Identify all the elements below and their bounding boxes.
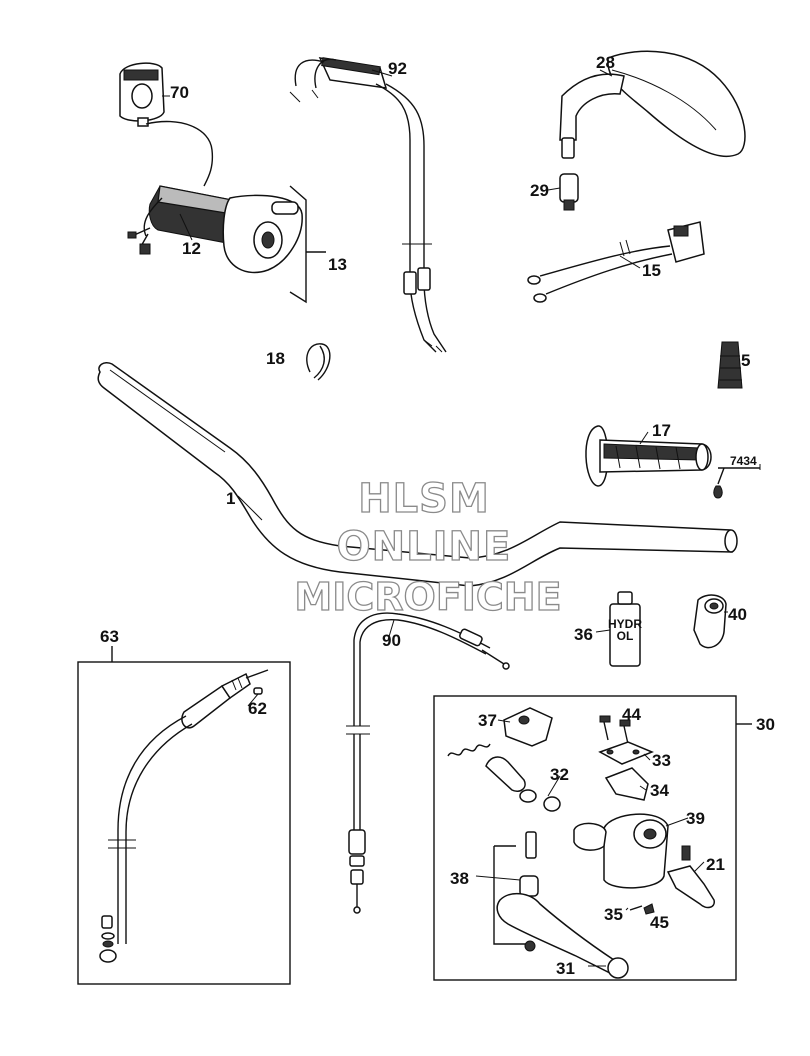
clutch-cable [346, 612, 510, 914]
handlebar [97, 361, 738, 587]
callout-32: 32 [550, 765, 569, 784]
callout-17: 17 [652, 421, 671, 440]
callout-37: 37 [478, 711, 497, 730]
clamp [693, 594, 727, 649]
kill-switch [119, 62, 214, 187]
callout-28: 28 [596, 53, 615, 72]
callout-1: 1 [226, 489, 235, 508]
callout-13: 13 [328, 255, 347, 274]
callout-70: 70 [170, 83, 189, 102]
hydraulic-oil-bottle: HYDR OL [608, 591, 642, 667]
callout-12: 12 [182, 239, 201, 258]
callout-38: 38 [450, 869, 469, 888]
callout-39: 39 [686, 809, 705, 828]
throttle-assembly [127, 185, 326, 304]
callout-labels: 1 5 12 13 15 17 18 21 28 29 30 31 32 33 … [100, 53, 775, 978]
grip [585, 425, 712, 487]
callout-7434: 7434 [730, 454, 757, 468]
watermark-line3: MICROFICHE [294, 575, 561, 619]
callout-90: 90 [382, 631, 401, 650]
callout-34: 34 [650, 781, 669, 800]
callout-15: 15 [642, 261, 661, 280]
box-brake-master-cylinder [433, 695, 752, 981]
callout-29: 29 [530, 181, 549, 200]
callout-35: 35 [604, 905, 623, 924]
callout-62: 62 [248, 699, 267, 718]
cable-tie [306, 343, 331, 381]
bottle-label-line1: HYDR [608, 617, 642, 631]
callout-21: 21 [706, 855, 725, 874]
callout-36: 36 [574, 625, 593, 644]
callout-18: 18 [266, 349, 285, 368]
cable-adjuster-cap [717, 341, 743, 389]
mirror [559, 50, 746, 211]
callout-44: 44 [622, 705, 641, 724]
callout-5: 5 [741, 351, 750, 370]
callout-63: 63 [100, 627, 119, 646]
box-clutch-cable [77, 646, 291, 985]
lighting-switch [527, 221, 705, 303]
callout-92: 92 [388, 59, 407, 78]
callout-45: 45 [650, 913, 669, 932]
watermark: HLSM ONLINE MICROFICHE [294, 475, 562, 619]
callout-40: 40 [728, 605, 747, 624]
callout-30: 30 [756, 715, 775, 734]
throttle-cables [289, 57, 447, 353]
callout-33: 33 [652, 751, 671, 770]
grip-glue [713, 467, 760, 499]
callout-31: 31 [556, 959, 575, 978]
watermark-line1: HLSM [358, 476, 490, 522]
bottle-label-line2: OL [617, 629, 634, 643]
leader-lines [162, 69, 761, 967]
watermark-line2: ONLINE [337, 524, 512, 570]
